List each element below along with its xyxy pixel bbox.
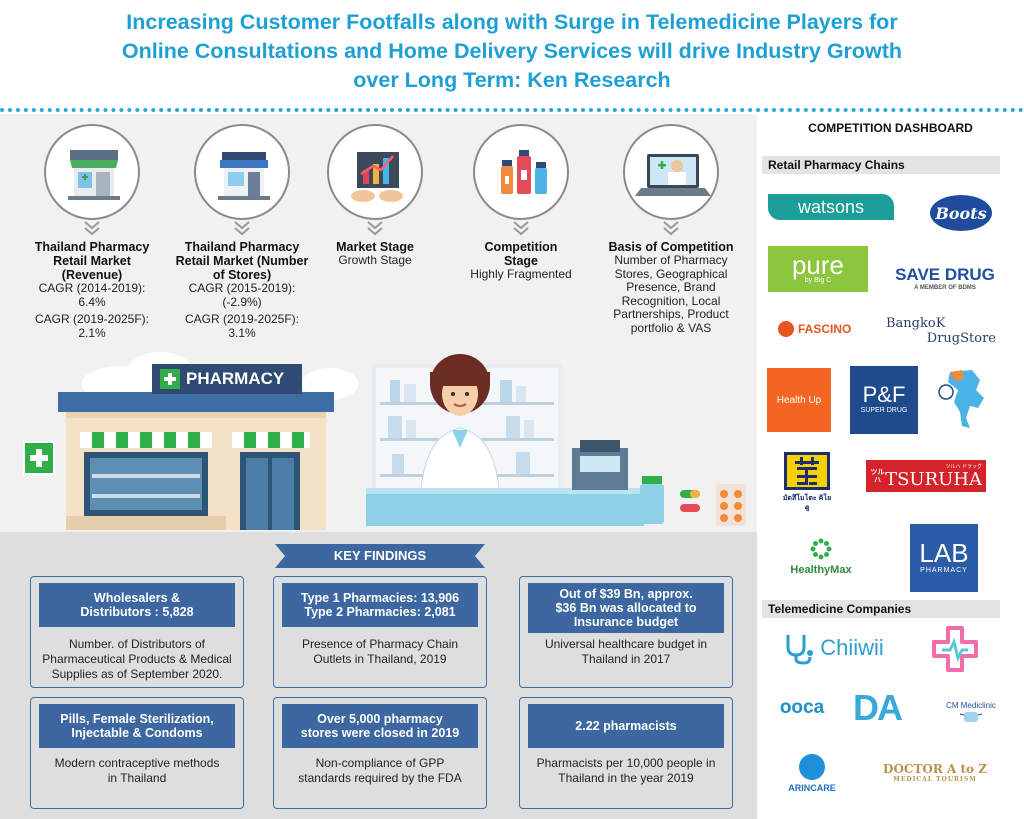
pharmacy-illustration: PHARMACY (0, 344, 757, 532)
logo-tsuruha: ツルハ ツルハ ドラッグ TSURUHA (866, 460, 986, 492)
finding-headline: Pills, Female Sterilization,Injectable &… (39, 704, 235, 748)
finding-card: Wholesalers &Distributors : 5,828 Number… (30, 576, 244, 688)
stat-title: Market Stage (336, 240, 414, 254)
arincare-mark-icon (799, 753, 825, 780)
matsumoto-kanji-icon (784, 452, 830, 490)
pharmacy-sign-text: PHARMACY (186, 369, 285, 388)
pharmacy-store-icon (44, 124, 140, 220)
stat-value: (-2.9%) (222, 294, 262, 309)
key-findings-banner (275, 544, 485, 568)
stat-value: 2.1% (78, 325, 106, 340)
chevron-down-icon (365, 218, 385, 238)
finding-headline: 2.22 pharmacists (528, 704, 724, 748)
logo-bangkok-drugstore: BangkoK DrugStore (886, 316, 996, 346)
logo-pf-super-drug: P&F SUPER DRUG (850, 366, 918, 434)
dashboard-title: COMPETITION DASHBOARD (808, 121, 973, 135)
stat-value: 3.1% (228, 325, 256, 340)
chevron-down-icon (511, 218, 531, 238)
telemedicine-heading: Telemedicine Companies (762, 600, 1000, 618)
logo-boots: Boots (930, 195, 992, 231)
chevron-down-icon (661, 218, 681, 238)
thailand-map-icon (938, 370, 984, 428)
stat-label: CAGR (2015-2019): (188, 281, 296, 295)
stat-value: Number of Pharmacy (614, 253, 728, 267)
title-line: over Long Term: Ken Research (353, 68, 671, 92)
stat-value: Presence, Brand (626, 280, 716, 294)
stat-label: CAGR (2014-2019): (38, 281, 146, 295)
finding-headline: Out of $39 Bn, approx.$36 Bn was allocat… (528, 583, 724, 633)
retail-chains-heading: Retail Pharmacy Chains (762, 156, 1000, 174)
stat-value: Highly Fragmented (470, 267, 572, 281)
stat-value: 6.4% (78, 294, 106, 309)
online-doctor-icon (623, 124, 719, 220)
chevron-down-icon (82, 218, 102, 238)
logo-health-up: Health Up (767, 368, 831, 432)
medicine-bottles-icon (473, 124, 569, 220)
stat-label: CAGR (2019-2025F): (184, 312, 300, 326)
finding-headline: Wholesalers &Distributors : 5,828 (39, 583, 235, 627)
stat-value: Partnerships, Product (613, 307, 729, 321)
dotted-divider (0, 108, 1024, 112)
key-findings-title: KEY FINDINGS (333, 548, 427, 563)
title-line: Online Consultations and Home Delivery S… (121, 39, 903, 63)
title-line: Increasing Customer Footfalls along with… (126, 10, 898, 34)
logo-doctor-a-to-z: DOCTOR A to Z MEDICAL TOURISM (883, 761, 987, 783)
logo-healthymax: HealthyMax (784, 534, 858, 578)
logo-chiiwii: Chiiwii (768, 628, 898, 668)
finding-card: 2.22 pharmacists Pharmacists per 10,000 … (519, 697, 733, 809)
stat-basis-of-competition: Basis of Competition Number of Pharmacy … (596, 124, 746, 335)
storefront-icon (194, 124, 290, 220)
healthymax-dots-icon (810, 538, 832, 559)
mask-icon (960, 711, 982, 722)
logo-icare (936, 366, 998, 432)
logo-save-drug: SAVE DRUG A MEMBER OF BDMS (895, 265, 995, 292)
stat-value: Growth Stage (338, 253, 412, 267)
page-title: Increasing Customer Footfalls along with… (0, 8, 1024, 95)
logo-pure: pure by Big C (768, 246, 868, 292)
fascino-mark-icon (778, 321, 794, 337)
finding-card: Pills, Female Sterilization,Injectable &… (30, 697, 244, 809)
stat-value: portfolio & VAS (630, 320, 712, 335)
logo-fascino: FASCINO (778, 318, 862, 340)
logo-arincare: ARINCARE (784, 750, 840, 796)
logo-lab-pharmacy: LAB PHARMACY (910, 524, 978, 592)
growth-chart-icon (327, 124, 423, 220)
logo-watsons: watsons (768, 194, 894, 220)
stat-value: Stores, Geographical (614, 266, 728, 281)
stat-title: Basis of Competition (608, 240, 734, 254)
logo-ooca: ooca (779, 697, 825, 718)
finding-card: Out of $39 Bn, approx.$36 Bn was allocat… (519, 576, 733, 688)
logo-pink-cross (930, 624, 980, 674)
chevron-down-icon (232, 218, 252, 238)
logo-da: DA (853, 688, 903, 728)
logo-matsumoto-kiyoshi: มัตสึโมโตะ คิโยชิ (782, 452, 832, 514)
stat-label: CAGR (2019-2025F): (34, 312, 150, 326)
stat-market-stage: Market Stage Growth Stage (300, 124, 450, 268)
medical-cross-icon (932, 626, 978, 672)
logo-cm-mediclinic: CM Mediclinic (928, 696, 1014, 728)
stat-value: Recognition, Local (621, 293, 721, 308)
stethoscope-icon (786, 635, 814, 665)
